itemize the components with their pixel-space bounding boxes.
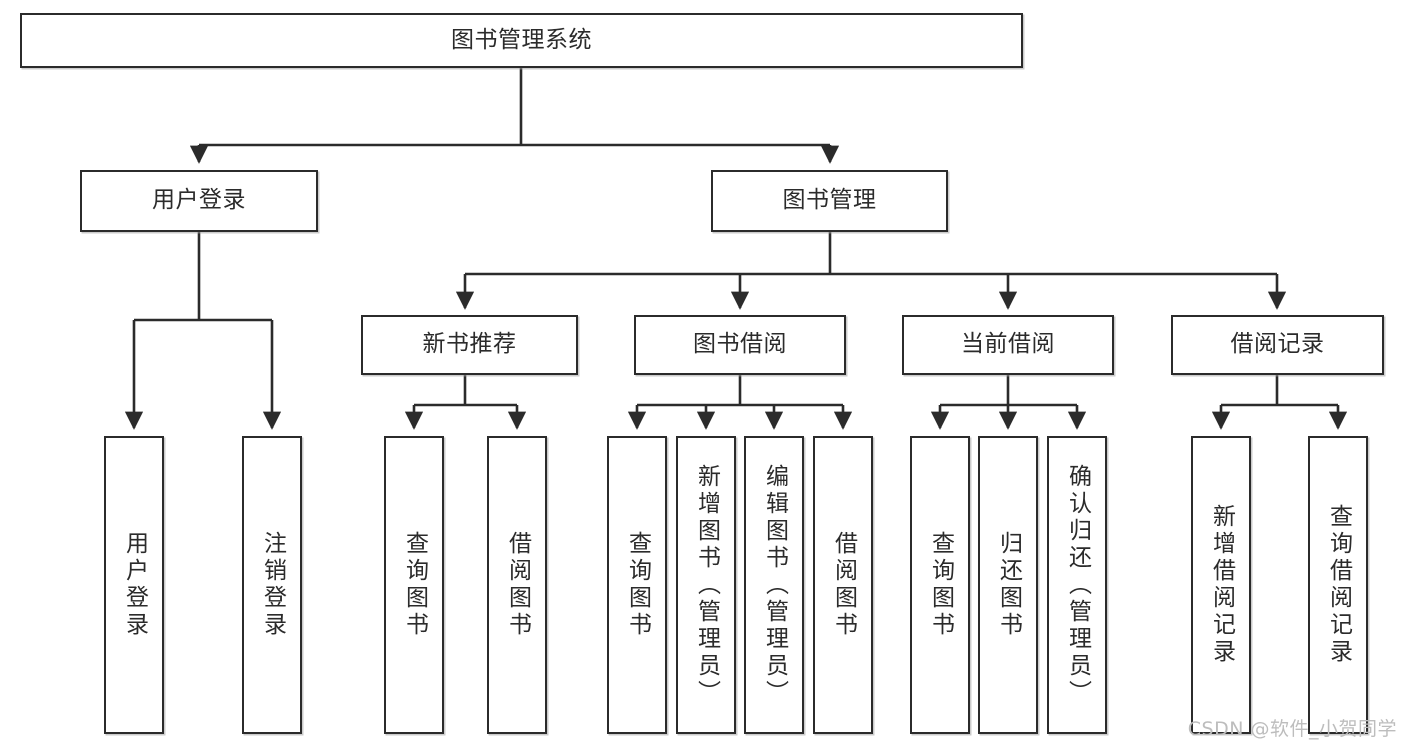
node-label: 注销登录 [259, 531, 286, 639]
node-label: 查询图书 [401, 531, 428, 639]
node-leaf-record-add[interactable]: 新增借阅记录 [1191, 436, 1251, 734]
node-current-borrow[interactable]: 当前借阅 [902, 315, 1114, 375]
node-label: 查询图书 [927, 531, 954, 639]
node-label: 查询借阅记录 [1325, 504, 1352, 666]
node-label: 新增图书（管理员） [693, 463, 720, 707]
node-leaf-new-book-query[interactable]: 查询图书 [384, 436, 444, 734]
node-label: 编辑图书（管理员） [761, 463, 788, 707]
node-label: 新书推荐 [422, 331, 517, 358]
node-user-login[interactable]: 用户登录 [80, 170, 318, 232]
csdn-watermark: CSDN @软件_小贺同学 [1187, 718, 1397, 740]
node-label: 新增借阅记录 [1208, 504, 1235, 666]
node-leaf-current-confirm-return-admin[interactable]: 确认归还（管理员） [1047, 436, 1107, 734]
node-label: 图书管理系统 [451, 26, 592, 53]
node-leaf-current-query[interactable]: 查询图书 [910, 436, 970, 734]
node-label: 借阅图书 [830, 531, 857, 639]
node-label: 图书管理 [782, 187, 877, 214]
node-label: 用户登录 [121, 531, 148, 639]
node-borrow-record[interactable]: 借阅记录 [1171, 315, 1384, 375]
node-book-borrow[interactable]: 图书借阅 [634, 315, 846, 375]
node-label: 用户登录 [152, 187, 246, 214]
node-leaf-borrow-borrow-book[interactable]: 借阅图书 [813, 436, 873, 734]
node-leaf-new-book-borrow[interactable]: 借阅图书 [487, 436, 547, 734]
node-label: 归还图书 [995, 531, 1022, 639]
node-root-book-management-system[interactable]: 图书管理系统 [20, 13, 1023, 68]
node-label: 借阅记录 [1230, 331, 1325, 358]
node-new-book-recommend[interactable]: 新书推荐 [361, 315, 578, 375]
node-leaf-record-query[interactable]: 查询借阅记录 [1308, 436, 1368, 734]
node-leaf-borrow-query[interactable]: 查询图书 [607, 436, 667, 734]
node-label: 图书借阅 [693, 331, 787, 358]
node-book-management[interactable]: 图书管理 [711, 170, 948, 232]
node-label: 借阅图书 [504, 531, 531, 639]
node-label: 查询图书 [624, 531, 651, 639]
node-leaf-current-return[interactable]: 归还图书 [978, 436, 1038, 734]
node-leaf-borrow-add-book-admin[interactable]: 新增图书（管理员） [676, 436, 736, 734]
node-label: 当前借阅 [961, 331, 1055, 358]
node-leaf-user-login-login[interactable]: 用户登录 [104, 436, 164, 734]
node-leaf-borrow-edit-book-admin[interactable]: 编辑图书（管理员） [744, 436, 804, 734]
node-leaf-user-login-logout[interactable]: 注销登录 [242, 436, 302, 734]
node-label: 确认归还（管理员） [1064, 463, 1091, 707]
